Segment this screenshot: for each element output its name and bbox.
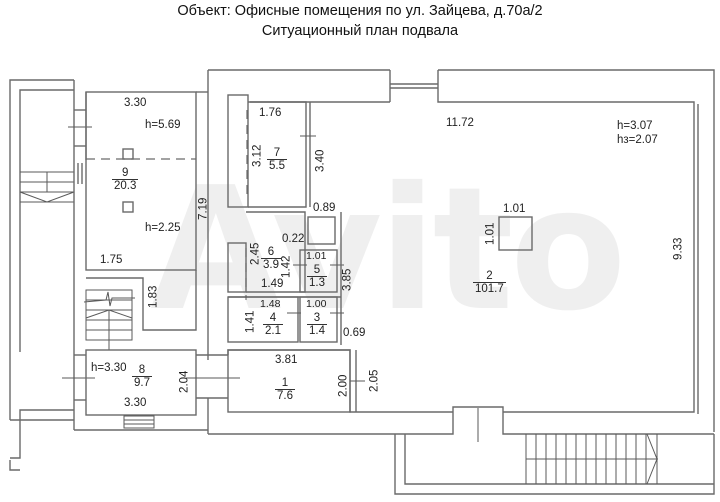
main-outer-walls: [208, 69, 715, 442]
dim-stair-length: 1.83: [147, 285, 160, 308]
room-1-label: 1 7.6: [275, 377, 295, 403]
dim-r7-length: 3.12: [251, 144, 264, 167]
dim-r6-width: 1.49: [261, 278, 284, 290]
room-9-label: 9 20.3: [112, 167, 139, 193]
room-7-label: 7 5.5: [267, 147, 287, 173]
dim-r6-inner: 1.42: [280, 255, 293, 278]
plan-title: Объект: Офисные помещения по ул. Зайцева…: [177, 3, 543, 19]
room-5-label: 5 1.3: [307, 264, 327, 290]
room-2-height-hz: hз=2.07: [617, 134, 658, 146]
dim-r9-width: 3.30: [124, 97, 147, 109]
room-8-label: 8 9.7: [132, 364, 152, 390]
column-room-2: [498, 216, 533, 251]
dim-stair-width: 1.75: [100, 254, 123, 266]
dim-r9-length: 7.19: [197, 197, 210, 220]
dim-r4-width: 1.48: [260, 298, 281, 310]
plan-subtitle: Ситуационный план подвала: [261, 23, 459, 39]
dim-column-width: 1.01: [503, 203, 526, 215]
dim-r2-width: 11.72: [446, 117, 474, 129]
dim-r8-width: 3.30: [124, 397, 147, 409]
left-stairwell-walls: [9, 79, 75, 471]
dim-r8-depth: 2.04: [178, 370, 191, 393]
room-9-height-upper: h=5.69: [145, 119, 181, 131]
room-7-walls: [227, 94, 316, 208]
room-8-height: h=3.30: [91, 362, 127, 374]
dim-r6-side: 2.45: [249, 242, 262, 265]
room-6-label: 6 3.9: [261, 246, 281, 272]
internal-stair: [83, 270, 197, 350]
rooms-3-6-walls: [227, 211, 344, 345]
dim-r3-width: 1.00: [306, 298, 327, 310]
room-8-walls: [74, 349, 240, 434]
dim-r3-offset: 0.69: [343, 327, 366, 339]
dim-r6-offset: 0.22: [282, 233, 305, 245]
room-2-label: 2 101.7: [473, 270, 506, 296]
room-9-walls: [85, 70, 209, 360]
dim-r1-depth: 2.00: [337, 374, 350, 397]
dim-r7-width: 1.76: [259, 107, 282, 119]
dim-r5-length: 3.85: [341, 268, 354, 291]
room-9-height-lower: h=2.25: [145, 222, 181, 234]
lower-right-stair: [394, 433, 715, 495]
dim-r1-width: 3.81: [275, 354, 298, 366]
dim-col-top: 0.89: [313, 202, 336, 214]
room-1-walls: [227, 349, 365, 413]
dim-r4-length: 1.41: [244, 310, 257, 333]
room-2-height: h=3.07: [617, 120, 653, 132]
dim-r1-right: 2.05: [368, 369, 381, 392]
dim-r5-width: 1.01: [306, 250, 327, 262]
dim-r2-length: 9.33: [672, 237, 685, 260]
wall-left-core: [62, 80, 95, 430]
room-4-label: 4 2.1: [263, 312, 283, 338]
room-3-label: 3 1.4: [307, 312, 327, 338]
dim-column-height: 1.01: [484, 222, 497, 245]
dim-r7-right: 3.40: [314, 149, 327, 172]
